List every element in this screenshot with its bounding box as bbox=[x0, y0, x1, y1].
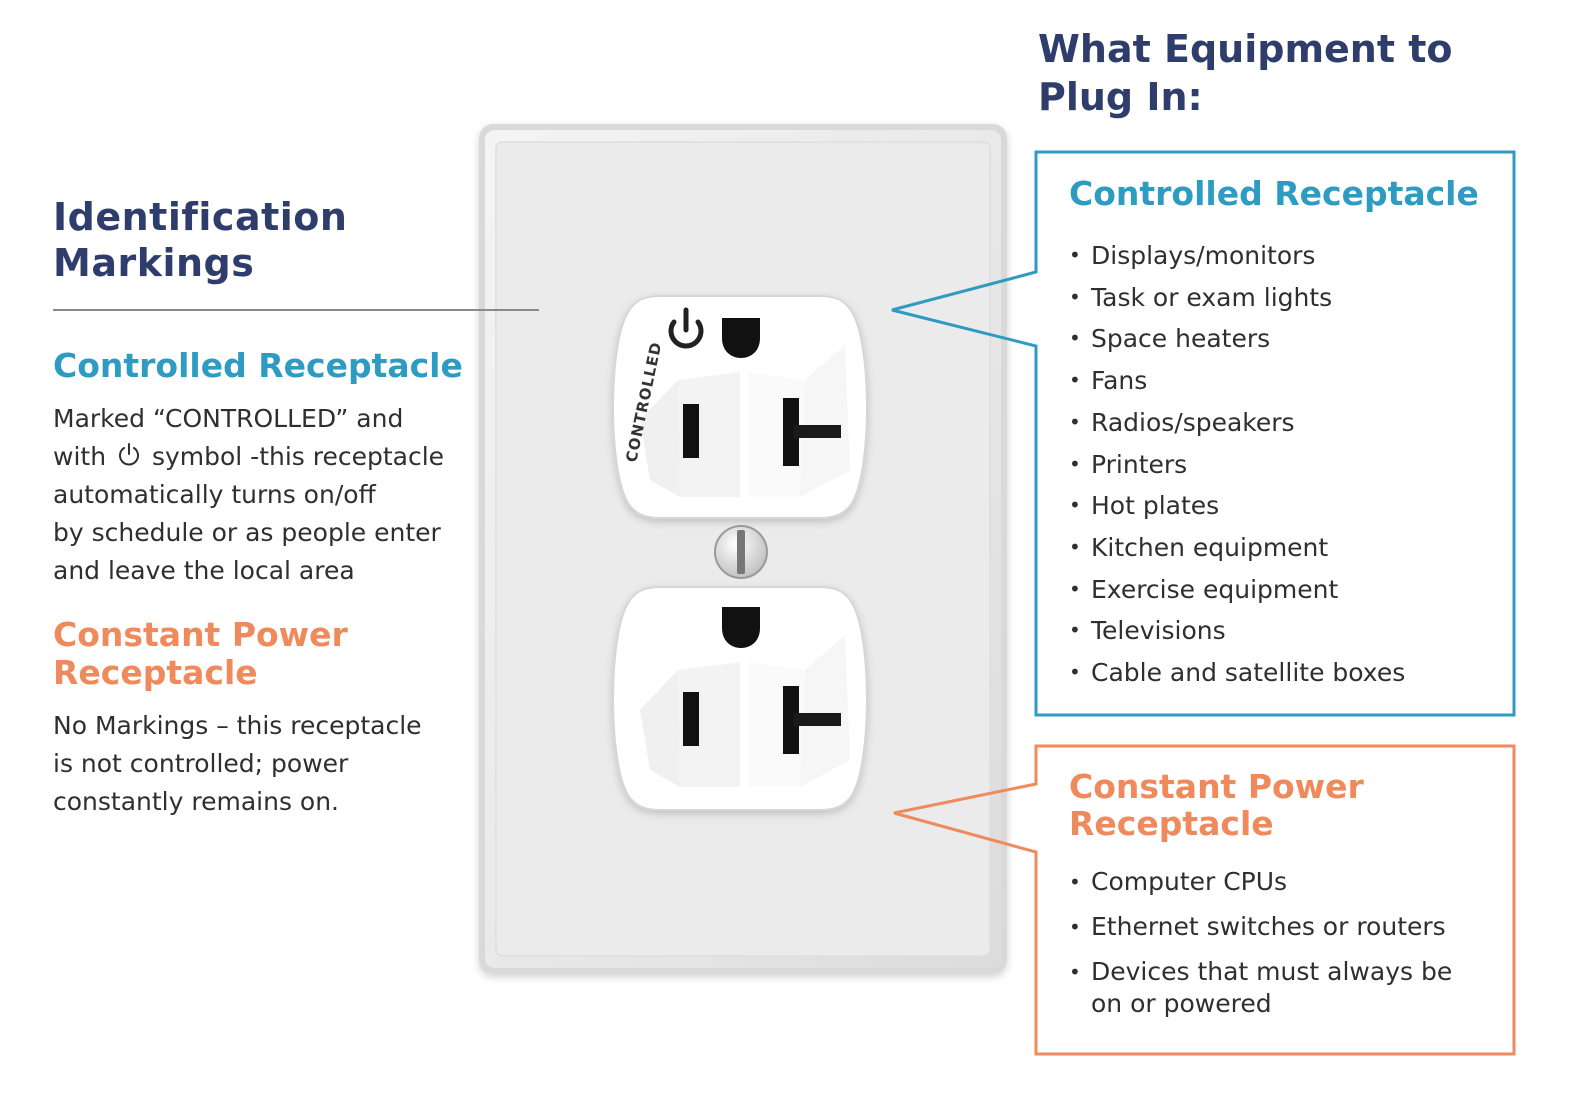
controlled-desc-line1: Marked “CONTROLLED” and bbox=[53, 404, 404, 433]
neutral-slot-icon bbox=[683, 404, 699, 458]
constant-equipment-heading: Constant Power Receptacle bbox=[1069, 768, 1364, 842]
list-item: Hot plates bbox=[1069, 485, 1489, 527]
constant-equipment-heading-line1: Constant Power bbox=[1069, 767, 1364, 806]
power-icon bbox=[668, 307, 704, 349]
controlled-equipment-list: Displays/monitorsTask or exam lightsSpac… bbox=[1069, 235, 1489, 694]
ground-hole-icon bbox=[722, 318, 760, 358]
constant-receptacle-heading: Constant Power Receptacle bbox=[53, 616, 348, 692]
list-item: Displays/monitors bbox=[1069, 235, 1489, 277]
identification-title-line1: Identification bbox=[53, 195, 348, 239]
constant-receptacle bbox=[612, 586, 868, 811]
constant-desc-line2: is not controlled; power bbox=[53, 749, 349, 778]
hot-slot-icon bbox=[783, 686, 799, 754]
section-divider bbox=[53, 309, 539, 311]
constant-callout-frame bbox=[893, 744, 1516, 1056]
list-item: Televisions bbox=[1069, 610, 1489, 652]
controlled-receptacle-heading: Controlled Receptacle bbox=[53, 346, 463, 385]
equipment-title-line1: What Equipment to bbox=[1038, 27, 1453, 71]
list-item: Computer CPUs bbox=[1069, 866, 1489, 898]
hot-slot-icon bbox=[783, 398, 799, 466]
controlled-desc-line5: and leave the local area bbox=[53, 556, 355, 585]
controlled-desc-line2-post: symbol -this receptacle bbox=[151, 442, 445, 471]
controlled-callout-frame bbox=[891, 150, 1516, 717]
list-item: Kitchen equipment bbox=[1069, 527, 1489, 569]
list-item: Task or exam lights bbox=[1069, 277, 1489, 319]
list-item: Exercise equipment bbox=[1069, 569, 1489, 611]
identification-title-line2: Markings bbox=[53, 241, 255, 285]
constant-equipment-heading-line2: Receptacle bbox=[1069, 804, 1274, 843]
constant-desc-line3: constantly remains on. bbox=[53, 787, 339, 816]
ground-hole-icon bbox=[722, 607, 760, 648]
constant-desc-line1: No Markings – this receptacle bbox=[53, 711, 422, 740]
power-icon bbox=[119, 443, 139, 466]
controlled-desc-line2: with symbol -this receptacle bbox=[53, 438, 493, 476]
center-screw bbox=[714, 525, 768, 579]
controlled-receptacle: CONTROLLED bbox=[612, 295, 868, 519]
controlled-receptacle-description: Marked “CONTROLLED” and with symbol -thi… bbox=[53, 400, 493, 590]
constant-heading-line2: Receptacle bbox=[53, 653, 258, 692]
list-item: Radios/speakers bbox=[1069, 402, 1489, 444]
constant-receptacle-description: No Markings – this receptacle is not con… bbox=[53, 707, 493, 821]
neutral-slot-icon bbox=[683, 692, 699, 746]
list-item: Ethernet switches or routers bbox=[1069, 911, 1489, 943]
equipment-title: What Equipment to Plug In: bbox=[1038, 25, 1538, 121]
equipment-title-line2: Plug In: bbox=[1038, 75, 1203, 119]
list-item: Fans bbox=[1069, 360, 1489, 402]
constant-equipment-list: Computer CPUsEthernet switches or router… bbox=[1069, 866, 1489, 1033]
identification-title: Identification Markings bbox=[53, 194, 473, 286]
list-item: Printers bbox=[1069, 444, 1489, 486]
controlled-desc-line3: automatically turns on/off bbox=[53, 480, 376, 509]
controlled-desc-line4: by schedule or as people enter bbox=[53, 518, 441, 547]
list-item: Devices that must always be on or powere… bbox=[1069, 956, 1489, 1020]
constant-heading-line1: Constant Power bbox=[53, 615, 348, 654]
controlled-desc-line2-pre: with bbox=[53, 442, 107, 471]
list-item: Cable and satellite boxes bbox=[1069, 652, 1489, 694]
list-item: Space heaters bbox=[1069, 318, 1489, 360]
controlled-equipment-heading: Controlled Receptacle bbox=[1069, 174, 1479, 213]
